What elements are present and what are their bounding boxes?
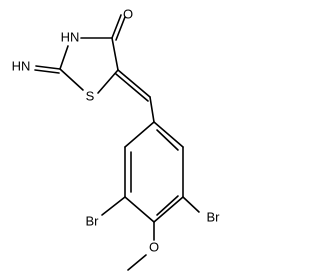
bond-n3-c2: [59, 45, 69, 70]
bond-c5-c4: [111, 37, 119, 71]
bond-c-br-right: [182, 196, 200, 213]
atom-label-o-methoxy: O: [149, 239, 159, 254]
bond-ring-inner-3: [156, 129, 179, 151]
chemical-structure: O HN HN S Br Br O: [12, 6, 221, 271]
bond-ring-4: [153, 196, 184, 223]
bond-ch-aryl: [149, 96, 155, 123]
bond-c4-o-double-a: [111, 14, 122, 39]
bond-c2-n-imine-double-a: [35, 65, 61, 70]
atom-label-imine-hn: HN: [12, 58, 31, 73]
bond-c2-n-imine-double-b: [34, 69, 60, 74]
atom-label-o-carbonyl: O: [123, 6, 133, 21]
atom-label-nh: HN: [61, 29, 80, 44]
bond-ring-inner-2: [156, 195, 179, 216]
bond-c4-o-double-b: [115, 16, 126, 41]
bond-c5-ch-double-a: [117, 69, 151, 98]
bond-ring-1: [124, 121, 155, 148]
atom-label-sulfur: S: [86, 88, 95, 103]
bond-c2-s1: [59, 68, 84, 91]
atom-label-br-left: Br: [86, 213, 100, 228]
bond-o-methyl: [127, 254, 147, 271]
bond-ring-3: [124, 196, 155, 223]
bond-ring-6: [153, 121, 184, 148]
atom-label-br-right: Br: [207, 209, 221, 224]
bond-s1-c5: [97, 69, 119, 94]
bond-c5-ch-double-b: [115, 73, 149, 102]
bond-c-br-left: [101, 196, 126, 216]
